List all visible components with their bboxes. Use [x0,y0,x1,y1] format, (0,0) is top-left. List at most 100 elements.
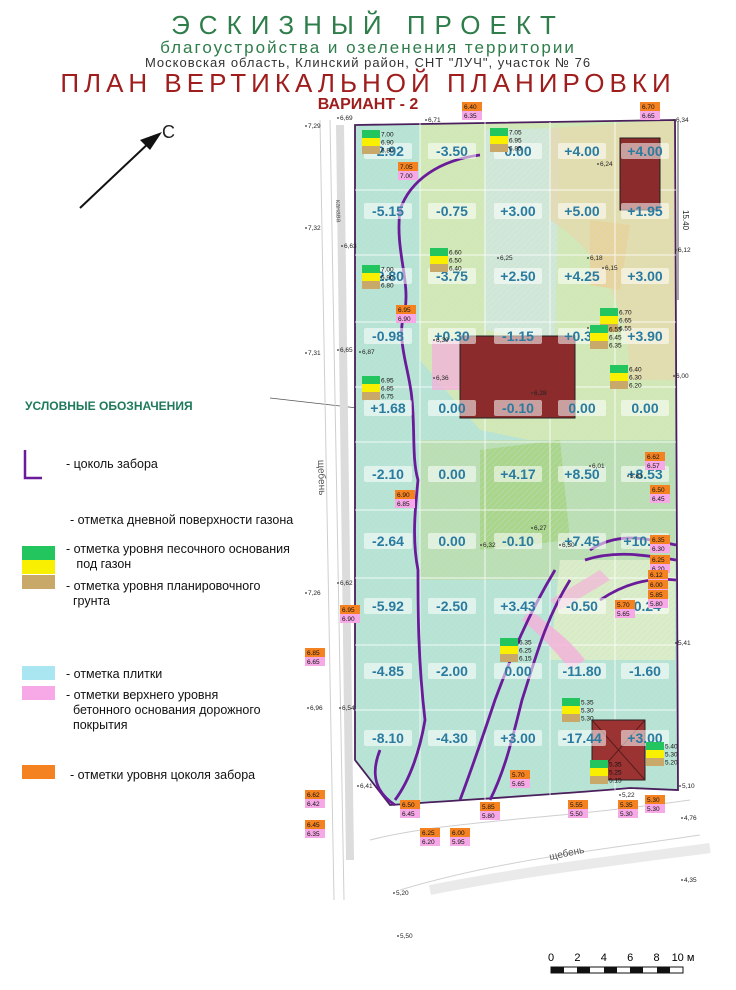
svg-text:6.80: 6.80 [381,283,394,290]
svg-text:+3.90: +3.90 [627,328,663,344]
elevation-mark: 7,31 [305,350,321,357]
grid-cell-value: +3.00 [494,203,542,219]
svg-text:6.25: 6.25 [652,557,665,564]
svg-text:6.90: 6.90 [342,616,355,623]
svg-text:6.00: 6.00 [650,582,663,589]
elevation-mark: 6,63 [341,243,357,250]
svg-text:-2.10: -2.10 [372,466,404,482]
fence-mark: 6.456.35 [305,820,325,838]
svg-text:6,15: 6,15 [605,265,618,272]
svg-text:6.62: 6.62 [647,454,660,461]
elevation-mark: 6,54 [339,705,355,712]
svg-text:6.40: 6.40 [464,104,477,111]
svg-text:7.00: 7.00 [381,267,394,274]
svg-text:5.35: 5.35 [581,700,594,707]
svg-text:6,30: 6,30 [562,542,575,549]
svg-text:6,69: 6,69 [340,115,353,122]
svg-text:6.45: 6.45 [402,811,415,818]
svg-text:7.05: 7.05 [400,164,413,171]
grid-cell-value: -5.15 [364,203,412,219]
svg-text:5,22: 5,22 [622,792,635,799]
svg-text:6.50: 6.50 [402,802,415,809]
svg-text:6.65: 6.65 [619,318,632,325]
elevation-mark: 6,62 [337,580,353,587]
grid-cell-value: -4.85 [364,663,412,679]
svg-text:-2.92: -2.92 [372,143,404,159]
svg-text:5.85: 5.85 [482,804,495,811]
svg-text:5.40: 5.40 [665,744,678,751]
svg-text:6.55: 6.55 [619,326,632,333]
svg-text:6,24: 6,24 [600,161,613,168]
elevation-mark: 5,50 [397,933,413,940]
svg-text:6.35: 6.35 [464,113,477,120]
fence-mark: 5.705.65 [615,600,635,618]
svg-text:+1.95: +1.95 [627,203,663,219]
svg-text:0.00: 0.00 [631,400,658,416]
grid-cell-value: 0.00 [558,400,606,416]
svg-text:6.35: 6.35 [519,640,532,647]
svg-text:+1.68: +1.68 [370,400,406,416]
grid-cell-value: 0.00 [428,400,476,416]
grid-cell-value: -2.10 [364,466,412,482]
legend-swatch-sand-green [22,546,55,560]
legend-swatch-grading-soil [22,575,55,589]
svg-text:5.80: 5.80 [650,601,663,608]
svg-text:-0.10: -0.10 [502,400,534,416]
grid-cell-value: +5.00 [558,203,606,219]
level-stack: 6.606.506.40 [430,248,462,273]
scale-tick-label: 10 м [672,952,695,964]
svg-text:5.85: 5.85 [650,592,663,599]
svg-text:5.65: 5.65 [617,611,630,618]
fence-mark: 6.706.65 [640,102,660,120]
svg-text:6.20: 6.20 [422,839,435,846]
svg-text:6.20: 6.20 [629,383,642,390]
elevation-mark: 7,32 [305,225,321,232]
grid-cell-value: +2.50 [494,268,542,284]
svg-text:6.20: 6.20 [652,566,665,573]
elevation-mark: 6,36 [433,375,449,382]
dimension-label: 15.40 [681,210,690,231]
svg-text:6.75: 6.75 [381,394,394,401]
svg-text:7.00: 7.00 [400,173,413,180]
svg-text:6.50: 6.50 [652,487,665,494]
level-stack: 5.355.305.30 [562,698,594,723]
svg-text:4,35: 4,35 [684,877,697,884]
grid-cell-value: -3.50 [428,143,476,159]
scale-tick-label: 2 [574,952,580,964]
elevation-mark: 6,41 [357,783,373,790]
fence-mark: 6.626.42 [305,790,325,808]
grid-cell-value: -1.15 [494,328,542,344]
svg-text:5.50: 5.50 [570,811,583,818]
legend-concrete: - отметки верхнего уровня бетонного осно… [66,688,261,732]
grid-cell-value: 0.00 [494,663,542,679]
legend-swatch-concrete [22,686,55,700]
grid-cell-value: -0.10 [494,533,542,549]
svg-text:7.05: 7.05 [509,130,522,137]
svg-text:6.90: 6.90 [398,316,411,323]
grid-cell-value: -1.60 [621,663,669,679]
legend-swatch-fence-level [22,765,55,779]
svg-text:6.00: 6.00 [452,830,465,837]
svg-text:6.45: 6.45 [609,335,622,342]
grid-cell-value: -8.10 [364,730,412,746]
plot [354,119,679,806]
elevation-mark: 6,32 [480,542,496,549]
svg-text:5.95: 5.95 [452,839,465,846]
grid-cell-value: +4.25 [558,268,606,284]
svg-text:6.70: 6.70 [619,310,632,317]
legend-lawn-surface: - отметка дневной поверхности газона [70,513,294,527]
svg-text:6,96: 6,96 [310,705,323,712]
svg-text:5,41: 5,41 [678,640,691,647]
svg-text:6.55: 6.55 [609,327,622,334]
svg-text:6.35: 6.35 [609,343,622,350]
left-road [319,119,354,901]
level-stack: 6.706.656.55 [600,308,632,333]
grid-cell-value: +3.43 [494,598,542,614]
svg-text:+4.17: +4.17 [500,466,536,482]
svg-text:+5.00: +5.00 [564,203,600,219]
svg-text:5.55: 5.55 [570,802,583,809]
legend-fence-base: - цоколь забора [66,457,158,471]
level-stack: 7.006.906.80 [362,265,394,290]
